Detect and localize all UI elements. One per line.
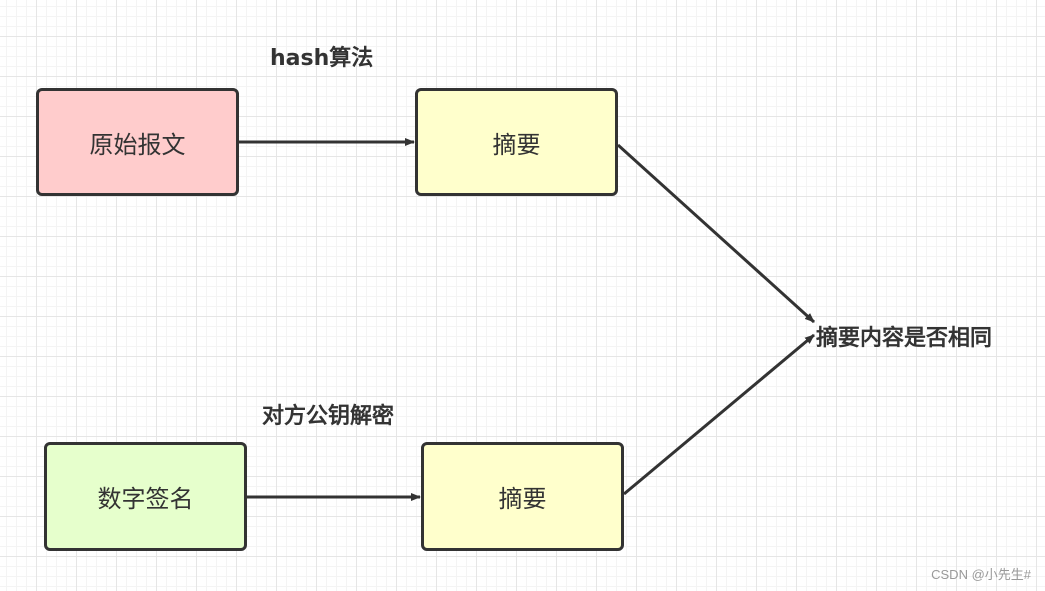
node-digest-top-text: 摘要 [492,130,541,159]
public-key-decrypt-label: 对方公钥解密 [262,404,395,429]
node-digital-signature-text: 数字签名 [97,485,194,513]
node-digest-bottom: 摘要 [421,442,624,551]
node-original-message: 原始报文 [36,88,239,196]
compare-result-label: 摘要内容是否相同 [816,326,993,351]
hash-algorithm-label: hash算法 [270,46,374,71]
node-digest-bottom-text: 摘要 [498,485,547,513]
node-digest-top: 摘要 [415,88,618,196]
edge-digest-bottom-to-result [623,333,815,496]
edge-digest-top-to-result [616,143,816,324]
node-original-message-text: 原始报文 [89,130,186,159]
watermark: CSDN @小先生# [931,567,1031,582]
node-digital-signature: 数字签名 [44,442,247,551]
